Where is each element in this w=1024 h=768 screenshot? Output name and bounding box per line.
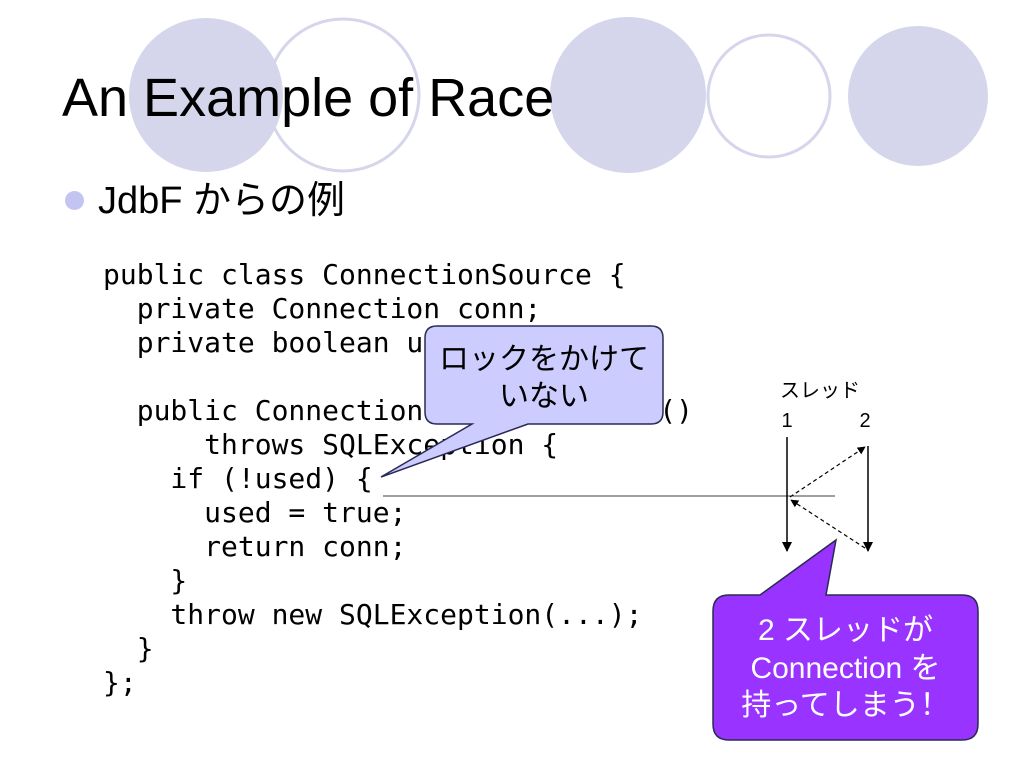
bullet-icon <box>65 191 84 210</box>
code-line-text: public Connection <box>103 394 424 427</box>
callout-result-text: 2 スレッドが Connection を 持ってしまう！ <box>713 612 978 725</box>
thread-label: スレッド <box>780 380 860 402</box>
callout-result-line: 2 スレッドが <box>757 614 934 647</box>
decor-circle-filled <box>129 18 283 172</box>
code-fragment: () <box>659 394 693 427</box>
code-line: private Connection conn; <box>103 292 542 325</box>
code-line: private boolean u <box>103 326 424 359</box>
callout-lock-line: ロックをかけて <box>439 343 649 376</box>
code-line: } <box>103 632 154 665</box>
decor-circle-outline <box>265 17 421 173</box>
code-line: return conn; <box>103 530 407 563</box>
code-line: public Connection () <box>103 394 693 428</box>
code-line: } <box>103 564 188 597</box>
callout-lock-shape <box>380 325 664 478</box>
decor-circle-outline <box>706 33 832 159</box>
callout-lock-line: いない <box>499 380 589 413</box>
callout-result-shape <box>712 538 979 741</box>
code-line: public class ConnectionSource { <box>103 258 626 291</box>
code-line: if (!used) { <box>103 462 373 495</box>
code-block: public class ConnectionSource { private … <box>103 258 693 700</box>
code-line: used = true; <box>103 496 407 529</box>
switch-to-thread-2-arrow <box>789 446 866 498</box>
slide-title: An Example of Race <box>62 68 555 128</box>
callout-lock-text: ロックをかけて いない <box>425 341 663 415</box>
code-line: }; <box>103 666 137 699</box>
decor-circle-filled <box>550 17 706 173</box>
decor-circle-filled <box>848 26 988 166</box>
bullet-text: JdbF からの例 <box>98 180 346 222</box>
callout-result-line: Connection を <box>750 651 941 685</box>
code-line: throw new SQLException(...); <box>103 598 643 631</box>
thread-1-label: 1 <box>781 410 793 432</box>
switch-to-thread-1-arrow <box>790 499 866 549</box>
callout-result-line: 持ってしまう！ <box>741 689 950 722</box>
thread-2-label: 2 <box>859 410 871 432</box>
